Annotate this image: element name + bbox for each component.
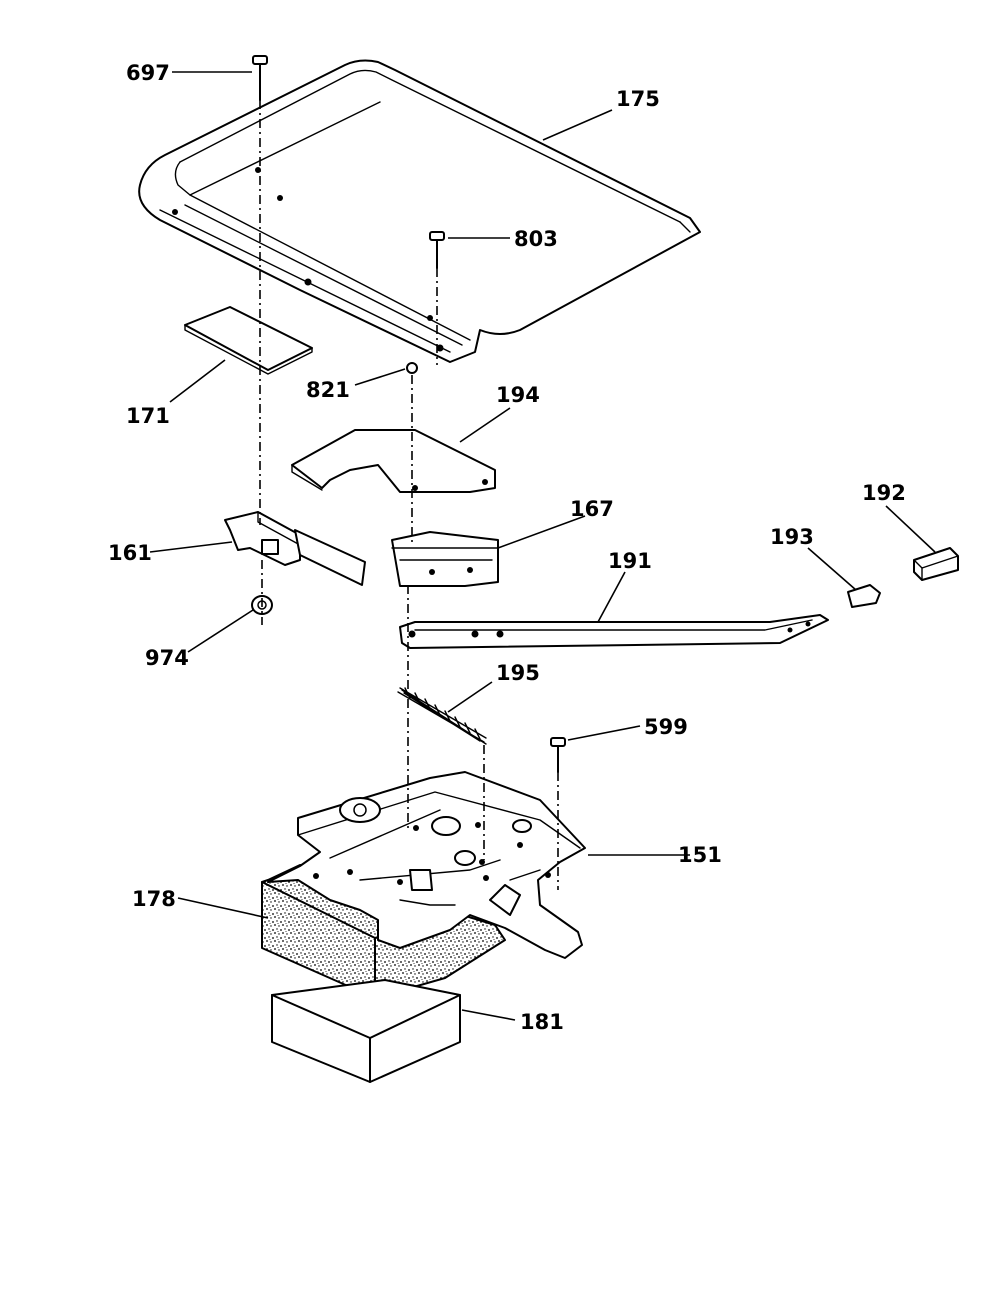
callout-167: 167 [570, 497, 614, 521]
cover-plate-175 [138, 59, 701, 363]
callout-194: 194 [496, 383, 540, 407]
bracket-194 [291, 429, 496, 493]
callout-175: 175 [616, 87, 660, 111]
callout-193: 193 [770, 525, 814, 549]
callout-195: 195 [496, 661, 540, 685]
lever-191 [399, 614, 829, 649]
knob-192 [913, 547, 959, 581]
callout-974: 974 [145, 646, 189, 670]
spring-195 [397, 687, 487, 745]
callout-599: 599 [644, 715, 688, 739]
screw-697 [252, 55, 268, 101]
latch-assembly-151 [267, 771, 586, 959]
switch-161 [224, 511, 366, 586]
callout-191: 191 [608, 549, 652, 573]
callout-161: 161 [108, 541, 152, 565]
nut-821 [406, 362, 418, 374]
leader-lines [149, 71, 936, 1021]
callout-697: 697 [126, 61, 170, 85]
base-block-181 [271, 979, 461, 1083]
callout-181: 181 [520, 1010, 564, 1034]
callout-178: 178 [132, 887, 176, 911]
clip-193 [847, 584, 881, 608]
block-167 [391, 531, 499, 587]
callout-821: 821 [306, 378, 350, 402]
callout-151: 151 [678, 843, 722, 867]
callout-803: 803 [514, 227, 558, 251]
pad-171 [184, 306, 313, 375]
screw-803 [429, 231, 445, 269]
callout-171: 171 [126, 404, 170, 428]
screw-599 [550, 737, 566, 773]
assembly-axes [259, 100, 559, 890]
callout-labels: 697 175 803 171 821 194 167 192 193 161 … [108, 61, 906, 1034]
callout-192: 192 [862, 481, 906, 505]
